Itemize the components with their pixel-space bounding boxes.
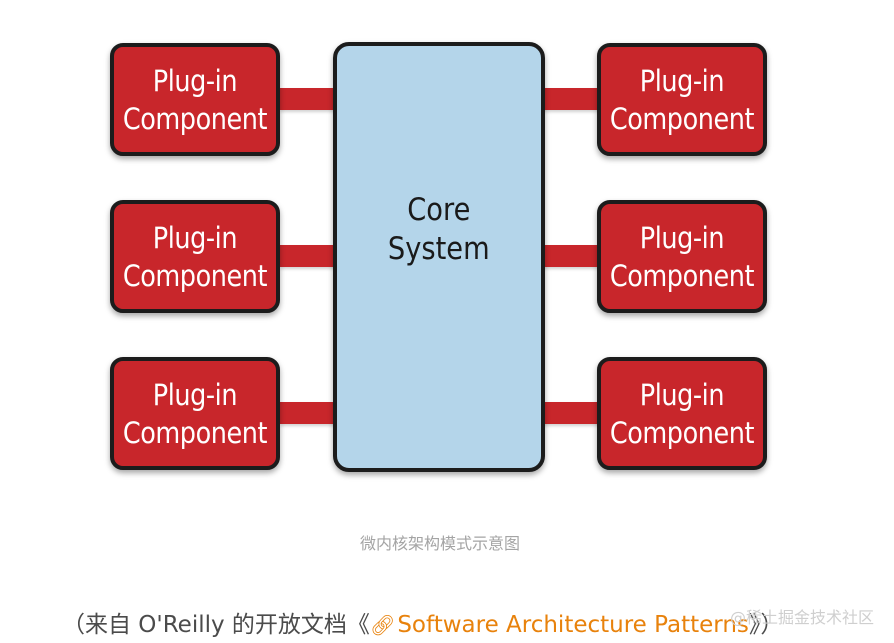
microkernel-diagram: Core System Plug-in Component Plug-in Co… xyxy=(110,42,767,472)
plugin-label-line-2: Component xyxy=(122,415,268,450)
figure-caption: 微内核架构模式示意图 xyxy=(359,534,520,553)
link-icon[interactable]: 🔗︎ xyxy=(369,613,396,637)
connector-right-top xyxy=(541,88,601,110)
plugin-label: Plug-in Component xyxy=(122,62,268,138)
plugin-label-line-1: Plug-in xyxy=(152,220,238,255)
connector-right-mid xyxy=(541,245,601,267)
connector-left-bottom xyxy=(280,402,338,424)
watermark: @稀土掘金技术社区 xyxy=(729,608,874,627)
plugin-label-line-1: Plug-in xyxy=(152,63,238,98)
plugin-label-line-1: Plug-in xyxy=(639,220,725,255)
plugin-component-left-mid: Plug-in Component xyxy=(110,200,280,313)
plugin-label: Plug-in Component xyxy=(609,376,755,452)
core-label-line-2: System xyxy=(388,230,490,267)
plugin-label-line-1: Plug-in xyxy=(152,377,238,412)
source-suffix: 》） xyxy=(748,612,784,638)
plugin-label-line-1: Plug-in xyxy=(639,63,725,98)
core-system-label: Core System xyxy=(388,191,490,269)
plugin-label-line-2: Component xyxy=(122,101,268,136)
plugin-label-line-2: Component xyxy=(122,258,268,293)
source-link[interactable]: Software Architecture Patterns xyxy=(397,612,749,638)
plugin-label-line-2: Component xyxy=(609,101,755,136)
connector-right-bottom xyxy=(541,402,601,424)
plugin-label-line-1: Plug-in xyxy=(639,377,725,412)
core-system-box: Core System xyxy=(333,42,545,472)
plugin-component-left-bottom: Plug-in Component xyxy=(110,357,280,470)
source-prefix: （来自 O'Reilly 的开放文档《 xyxy=(62,612,370,638)
plugin-component-right-top: Plug-in Component xyxy=(597,43,767,156)
connector-left-top xyxy=(280,88,338,110)
source-note: （来自 O'Reilly 的开放文档《🔗︎Software Architectu… xyxy=(62,605,783,639)
plugin-label-line-2: Component xyxy=(609,258,755,293)
plugin-component-right-mid: Plug-in Component xyxy=(597,200,767,313)
plugin-label: Plug-in Component xyxy=(122,219,268,295)
plugin-label: Plug-in Component xyxy=(122,376,268,452)
connector-left-mid xyxy=(280,245,338,267)
plugin-label: Plug-in Component xyxy=(609,62,755,138)
plugin-label-line-2: Component xyxy=(609,415,755,450)
plugin-component-right-bottom: Plug-in Component xyxy=(597,357,767,470)
plugin-component-left-top: Plug-in Component xyxy=(110,43,280,156)
core-label-line-1: Core xyxy=(407,191,471,228)
plugin-label: Plug-in Component xyxy=(609,219,755,295)
